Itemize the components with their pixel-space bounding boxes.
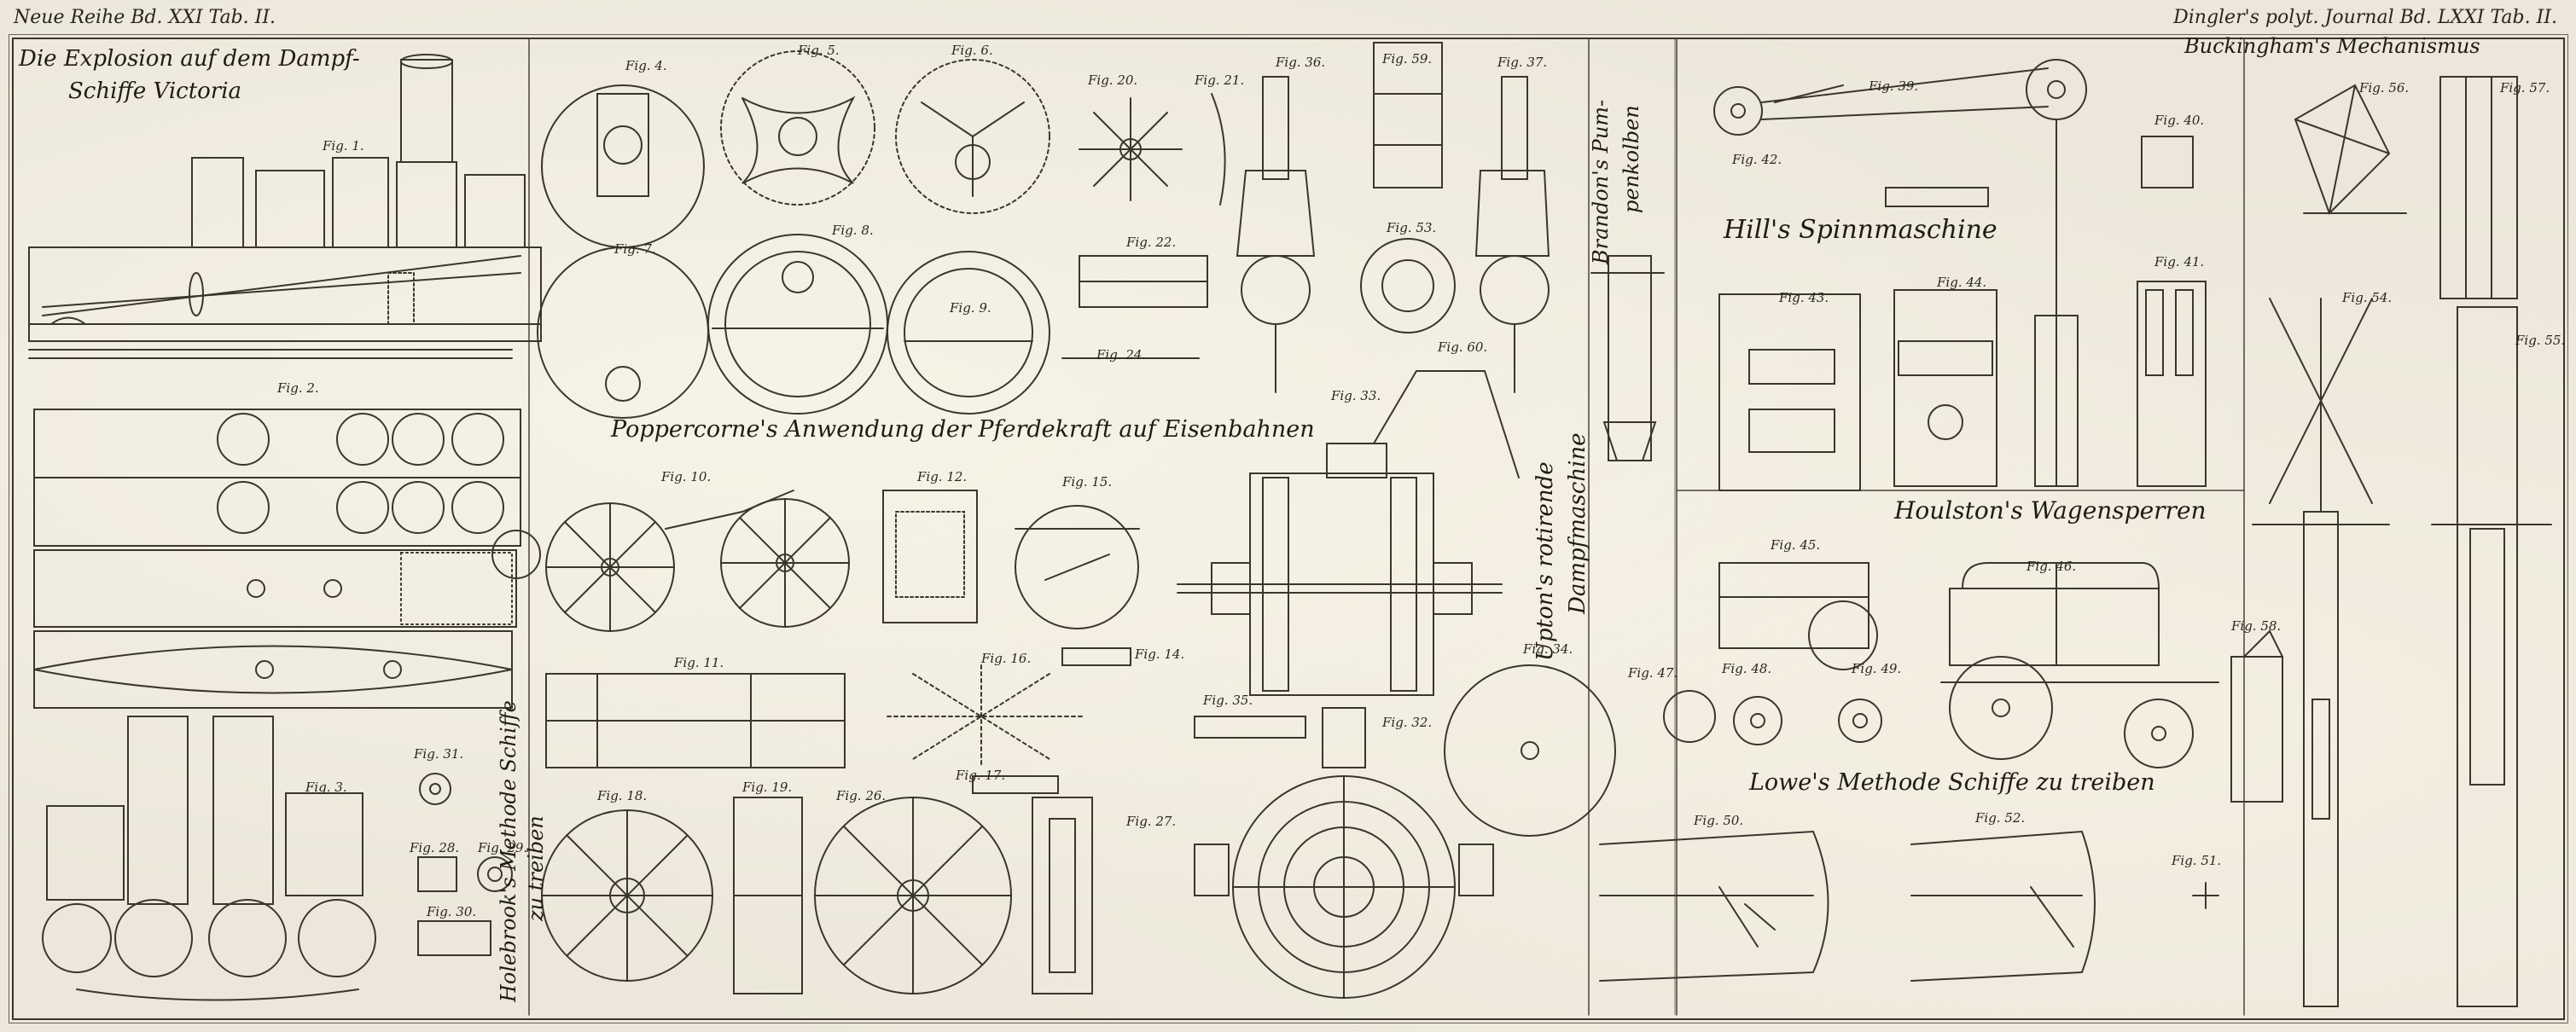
fig2-plan-view bbox=[34, 409, 540, 708]
label-fig3: Fig. 3. bbox=[305, 780, 347, 795]
label-fig55: Fig. 55. bbox=[2515, 333, 2566, 348]
label-fig36: Fig. 36. bbox=[1276, 55, 1326, 70]
label-fig24: Fig. 24. bbox=[1096, 347, 1147, 362]
plate-header-right: Dingler's polyt. Journal Bd. LXXI Tab. I… bbox=[2173, 7, 2557, 28]
label-fig48: Fig. 48. bbox=[1722, 661, 1772, 676]
label-fig58: Fig. 58. bbox=[2231, 618, 2282, 634]
label-fig27: Fig. 27. bbox=[1126, 814, 1177, 829]
label-fig20: Fig. 20. bbox=[1088, 72, 1138, 88]
title-lowe: Lowe's Methode Schiffe zu treiben bbox=[1749, 769, 2155, 796]
label-fig30: Fig. 30. bbox=[427, 904, 477, 919]
label-fig28: Fig. 28. bbox=[410, 840, 460, 855]
label-fig2: Fig. 2. bbox=[277, 380, 319, 396]
label-fig8: Fig. 8. bbox=[832, 223, 874, 238]
fig45-49-houlston-carriage bbox=[1664, 563, 2218, 768]
label-fig19: Fig. 19. bbox=[742, 780, 793, 795]
label-fig11: Fig. 11. bbox=[674, 655, 724, 670]
label-fig39: Fig. 39. bbox=[1869, 78, 1919, 94]
fig3-boiler-end bbox=[43, 716, 375, 1000]
label-fig45: Fig. 45. bbox=[1771, 537, 1821, 553]
label-fig60: Fig. 60. bbox=[1438, 339, 1488, 355]
label-fig12: Fig. 12. bbox=[917, 469, 968, 484]
title-poppercorne: Poppercorne's Anwendung der Pferdekraft … bbox=[611, 416, 1315, 443]
label-fig47: Fig. 47. bbox=[1628, 665, 1678, 681]
label-fig31: Fig. 31. bbox=[414, 746, 464, 762]
title-buckingham: Buckingham's Mechanismus bbox=[2184, 34, 2480, 58]
brandon-pump-piston bbox=[1591, 256, 1664, 461]
title-hill: Hill's Spinnmaschine bbox=[1724, 215, 1997, 245]
fig1-boiler-section bbox=[29, 55, 541, 358]
label-fig33: Fig. 33. bbox=[1331, 388, 1381, 403]
fig53-58-buckingham-mechanism bbox=[2231, 77, 2551, 1006]
label-fig50: Fig. 50. bbox=[1694, 813, 1744, 828]
label-fig51: Fig. 51. bbox=[2172, 853, 2222, 868]
label-fig18: Fig. 18. bbox=[597, 788, 648, 803]
label-fig17: Fig. 17. bbox=[956, 768, 1006, 783]
title-upton-line2: Dampfmaschine bbox=[1565, 432, 1590, 614]
label-fig26: Fig. 26. bbox=[836, 788, 887, 803]
label-fig42: Fig. 42. bbox=[1732, 152, 1782, 167]
title-holebrook-line2: zu treiben bbox=[524, 815, 548, 921]
fig10-27-horse-railway bbox=[542, 490, 1139, 994]
label-fig57: Fig. 57. bbox=[2500, 80, 2550, 96]
label-fig44: Fig. 44. bbox=[1937, 275, 1987, 290]
panel-dividers bbox=[529, 39, 2244, 1015]
title-houlston: Houlston's Wagensperren bbox=[1894, 496, 2207, 525]
fig39-44-hill-spinning-machine bbox=[1714, 60, 2206, 490]
fig20-24-parts bbox=[1062, 94, 1225, 358]
label-fig41: Fig. 41. bbox=[2154, 254, 2205, 270]
title-explosion-line2: Schiffe Victoria bbox=[68, 78, 242, 104]
label-fig14: Fig. 14. bbox=[1135, 646, 1185, 662]
label-fig4: Fig. 4. bbox=[625, 58, 667, 73]
label-fig52: Fig. 52. bbox=[1975, 810, 2026, 826]
label-fig35: Fig. 35. bbox=[1203, 693, 1253, 708]
label-fig7: Fig. 7. bbox=[614, 241, 656, 257]
label-fig34: Fig. 34. bbox=[1523, 641, 1573, 657]
label-fig16: Fig. 16. bbox=[981, 651, 1032, 666]
plate-frame bbox=[12, 38, 2565, 1020]
label-fig59: Fig. 59. bbox=[1382, 51, 1433, 67]
fig36-60-pistons bbox=[1237, 43, 1549, 478]
fig32-35-upton-engine bbox=[1178, 444, 1615, 998]
fig50-52-lowe-ship-propulsion bbox=[1600, 832, 2218, 981]
label-fig22: Fig. 22. bbox=[1126, 235, 1177, 250]
label-fig53: Fig. 53. bbox=[1387, 220, 1437, 235]
label-fig6: Fig. 6. bbox=[951, 43, 993, 58]
label-fig5: Fig. 5. bbox=[798, 43, 840, 58]
label-fig54: Fig. 54. bbox=[2342, 290, 2393, 305]
label-fig9: Fig. 9. bbox=[950, 300, 991, 316]
plate-fold-line bbox=[1674, 39, 1676, 1015]
label-fig46: Fig. 46. bbox=[2026, 559, 2077, 574]
plate-header-left: Neue Reihe Bd. XXI Tab. II. bbox=[14, 7, 276, 28]
label-fig29: Fig. 29. bbox=[478, 840, 528, 855]
label-fig21: Fig. 21. bbox=[1195, 72, 1245, 88]
label-fig43: Fig. 43. bbox=[1779, 290, 1829, 305]
label-fig15: Fig. 15. bbox=[1062, 474, 1113, 490]
fig4-9-pumps-and-discs bbox=[538, 51, 1050, 418]
label-fig10: Fig. 10. bbox=[661, 469, 712, 484]
title-explosion-line1: Die Explosion auf dem Dampf- bbox=[19, 46, 360, 72]
title-upton-line1: Upton's rotirende bbox=[1532, 461, 1558, 661]
label-fig37: Fig. 37. bbox=[1497, 55, 1548, 70]
label-fig56: Fig. 56. bbox=[2359, 80, 2410, 96]
label-fig32: Fig. 32. bbox=[1382, 715, 1433, 730]
label-fig40: Fig. 40. bbox=[2154, 113, 2205, 128]
title-brandon-line1: Brandon's Pum- bbox=[1589, 99, 1613, 264]
fig28-31-holebrook-parts bbox=[418, 774, 512, 955]
label-fig1: Fig. 1. bbox=[323, 138, 364, 154]
label-fig49: Fig. 49. bbox=[1852, 661, 1902, 676]
title-brandon-line2: penkolben bbox=[1619, 105, 1643, 213]
